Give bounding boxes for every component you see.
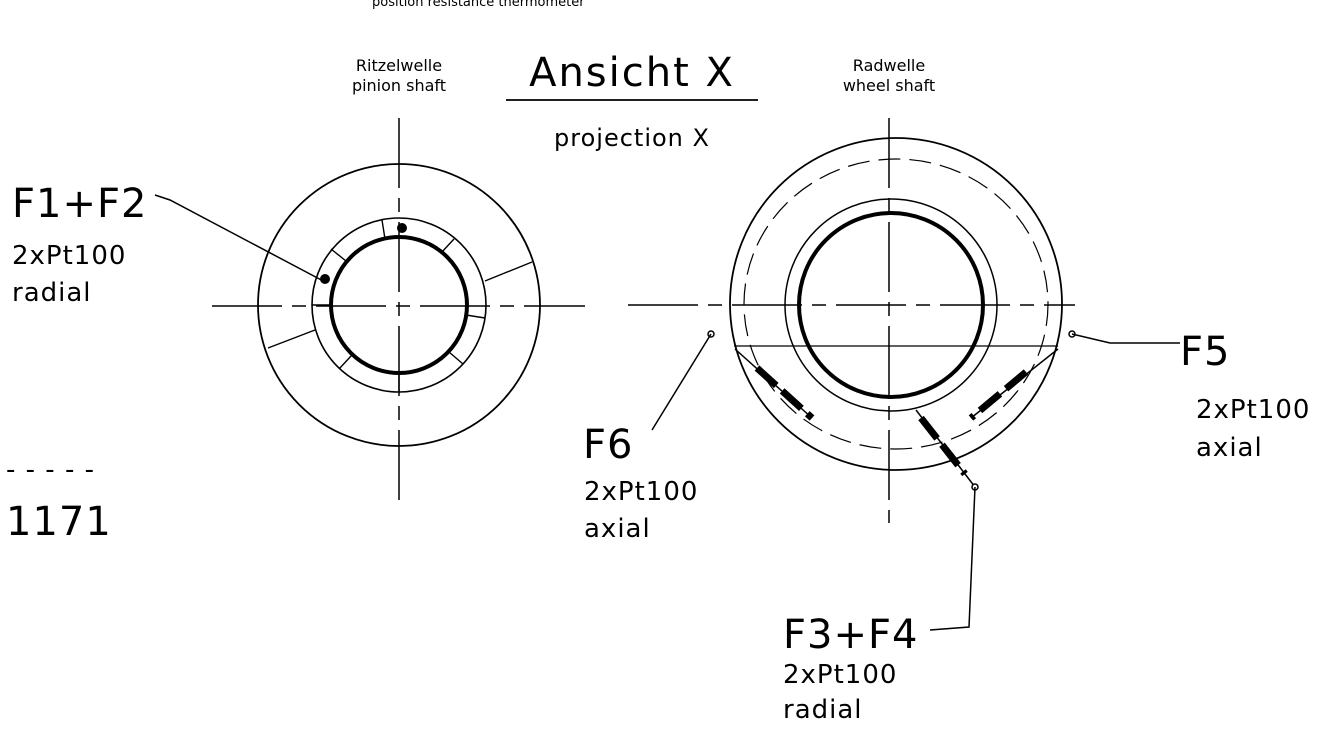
pinion-label-de: Ritzelwelle [356,56,442,75]
leader-f5 [1071,333,1180,344]
f3f4-probe [918,415,968,477]
sensor-f1f2-type: 2xPt100 [12,241,126,271]
pinion-shaft-view [154,118,585,510]
pinion-label-en: pinion shaft [352,76,446,95]
leader-f3f4 [929,486,976,631]
wheel-shaft-view [628,118,1180,631]
pinion-spoke-left [267,329,316,349]
sensor-f3f4-id: F3+F4 [783,612,918,658]
wheel-label-de: Radwelle [853,56,925,75]
drawing-number: 1171 [6,499,112,545]
view-title: Ansicht X [529,50,735,96]
pinion-outer-ring [257,163,541,447]
wheel-dashed-circle [743,158,1049,450]
sensor-f3f4-orientation: radial [783,695,863,725]
wheel-bore [797,211,985,399]
sensor-f5-orientation: axial [1196,433,1263,463]
sensor-f1f2-id: F1+F2 [12,181,147,227]
f5-probe [968,369,1029,421]
pinion-bearing-segments [312,219,486,392]
sensor-f5-id: F5 [1180,329,1230,375]
leader-f6 [651,333,712,431]
sensor-f1f2-orientation: radial [12,278,92,308]
drawing-number-dashes: - - - - - [6,455,95,485]
wheel-label-en: wheel shaft [843,76,935,95]
sensor-f6-type: 2xPt100 [584,477,698,507]
view-subtitle: projection X [554,124,710,152]
leader-f1f2 [154,194,328,284]
sensor-f5-type: 2xPt100 [1196,395,1310,425]
sensor-f6-orientation: axial [584,514,651,544]
pinion-spoke-right [484,261,533,282]
pinion-sensor-dot-top [397,223,407,233]
f6-probe [754,365,815,421]
wheel-inner-ring [784,198,998,412]
sensor-f3f4-type: 2xPt100 [783,660,897,690]
wheel-outer-ring [729,137,1063,471]
sensor-f6-id: F6 [583,422,633,468]
header-fragment: position resistance thermometer [372,0,585,10]
